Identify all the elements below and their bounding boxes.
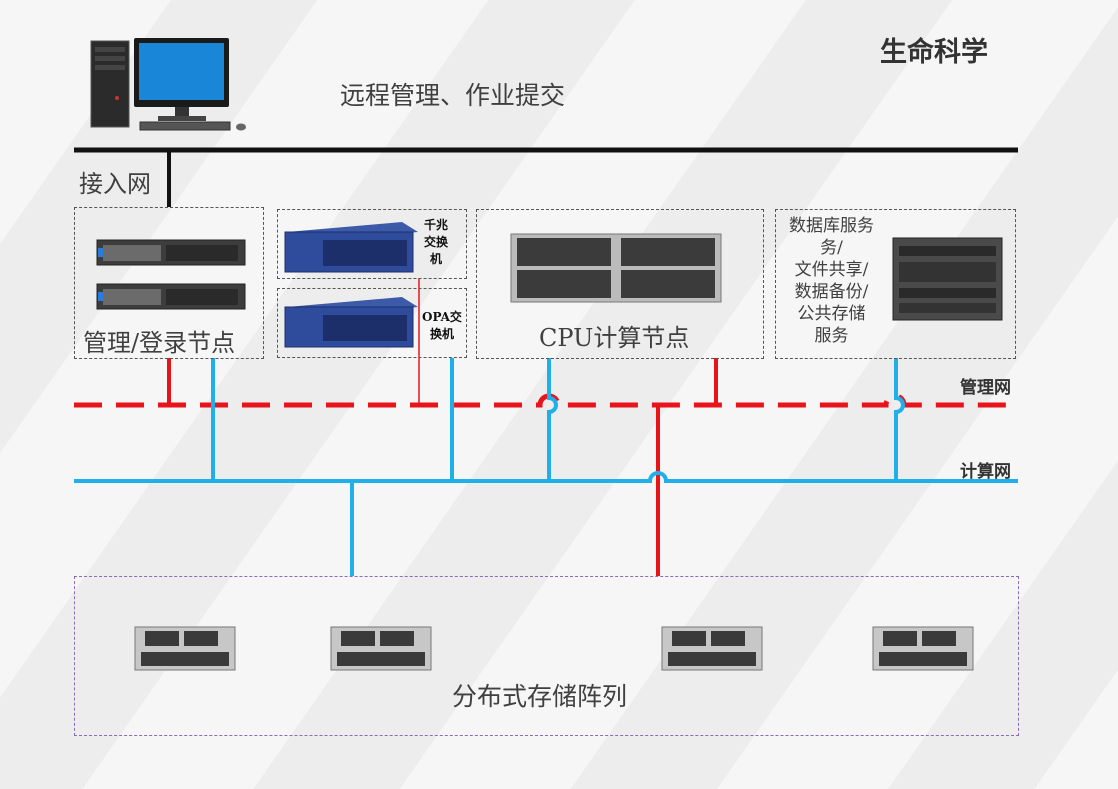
db-rack-server-icon bbox=[892, 237, 1003, 321]
db-services-label: 数据库服务 务/ 文件共享/ 数据备份/ 公共存储 服务 bbox=[789, 216, 874, 346]
cpu-nodes-group bbox=[476, 209, 764, 359]
login-nodes-label: 管理/登录节点 bbox=[83, 329, 236, 357]
db-services-group bbox=[775, 209, 1016, 359]
login-nodes-group bbox=[74, 207, 264, 359]
cpu-nodes-label: CPU计算节点 bbox=[539, 324, 690, 352]
gigabit-switch-label: 千兆 交换 机 bbox=[424, 218, 449, 266]
management-network-label: 管理网 bbox=[960, 378, 1011, 398]
opa-switch-group bbox=[277, 288, 467, 358]
opa-switch-icon bbox=[284, 297, 418, 348]
opa-switch-label: OPA交 换机 bbox=[422, 310, 462, 341]
workstation-icon bbox=[90, 38, 246, 131]
remote-label: 远程管理、作业提交 bbox=[340, 81, 566, 110]
storage-array-icon bbox=[661, 626, 763, 671]
page-title: 生命科学 bbox=[880, 37, 988, 68]
compute-network-bus bbox=[74, 471, 1018, 483]
storage-array-icon bbox=[872, 626, 974, 671]
gigabit-switch-icon bbox=[284, 222, 418, 273]
management-network-bus bbox=[74, 393, 1018, 408]
comp-drop-db bbox=[894, 358, 905, 481]
comp-drop-cpu bbox=[547, 358, 558, 481]
access-net-label: 接入网 bbox=[79, 170, 151, 198]
storage-group bbox=[74, 576, 1019, 736]
cpu-server-icon bbox=[510, 233, 722, 303]
gigabit-switch-group bbox=[277, 209, 467, 279]
login-server-icon bbox=[96, 239, 246, 310]
storage-array-icon bbox=[330, 626, 432, 671]
storage-label: 分布式存储阵列 bbox=[452, 682, 628, 711]
compute-network-label: 计算网 bbox=[960, 462, 1011, 482]
storage-array-icon bbox=[134, 626, 236, 671]
